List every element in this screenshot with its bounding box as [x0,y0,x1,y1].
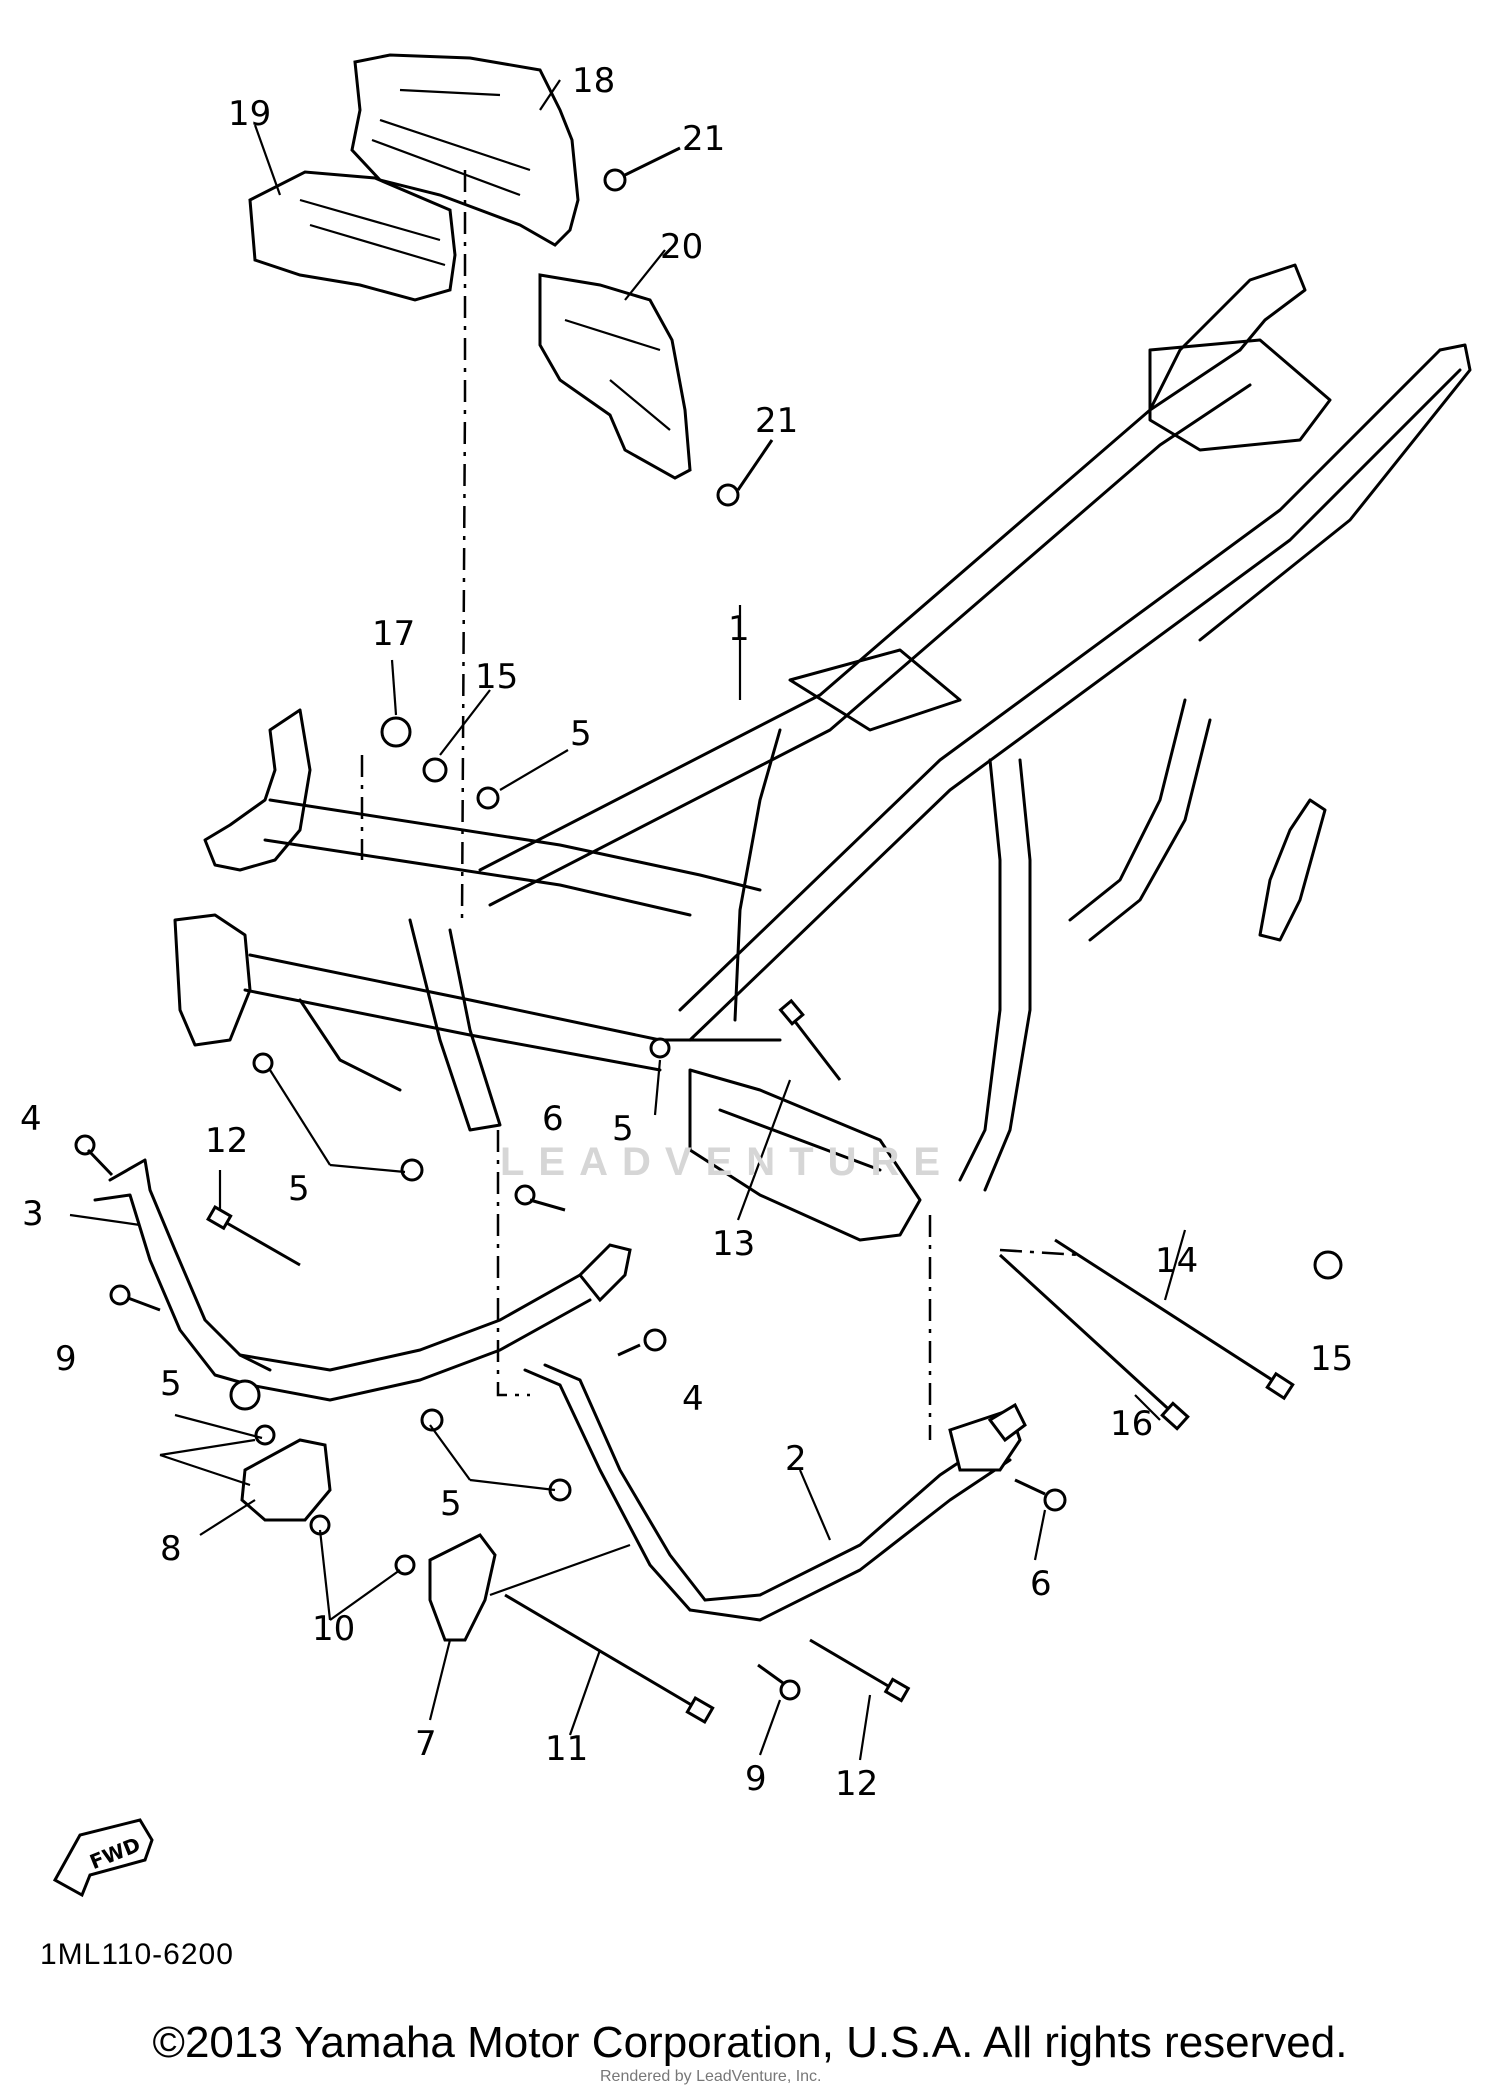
part-12-bolt-rear [809,1638,911,1703]
part-9-bolt [109,1284,161,1312]
part-5-nut [476,786,500,810]
part-17-grommet [380,716,412,748]
leader-lines [69,79,1187,1761]
part-16-bolt [998,1253,1190,1431]
part-7-plate [428,1533,497,1642]
part-label-15: 15 [475,657,518,697]
part-label-14: 14 [1155,1241,1198,1281]
part-8-plate [240,1438,332,1522]
part-label-5: 5 [288,1169,310,1209]
part-12-bolt-front [206,1205,301,1267]
part-label-17: 17 [372,614,415,654]
part-2-engine-bracket [523,1363,1027,1622]
part-label-9: 9 [745,1759,767,1799]
part-19-cover [248,170,457,302]
part-label-4: 4 [682,1379,704,1419]
part-label-20: 20 [660,227,703,267]
part-label-6: 6 [542,1099,564,1139]
part-1-frame [173,263,1472,1242]
part-5-nut [649,1037,671,1059]
copyright-notice: ©2013 Yamaha Motor Corporation, U.S.A. A… [152,2018,1348,2067]
part-label-12: 12 [835,1764,878,1804]
part-6-bolt [1014,1478,1067,1512]
part-10-nut [394,1554,416,1576]
part-label-21: 21 [755,401,798,441]
part-label-5: 5 [440,1484,462,1524]
part-6-bolt [514,1184,566,1212]
part-15-grommet [422,757,448,783]
part-label-2: 2 [785,1439,807,1479]
part-18-cover [350,53,580,247]
part-21-bolt-upper [603,146,681,192]
watermark: Rendered by LeadVenture, Inc. [600,2068,822,2085]
watermark-center: LEADVENTURE [500,1140,955,1184]
part-label-12: 12 [205,1121,248,1161]
diagram-code: 1ML110-6200 [40,1938,234,1971]
part-4-bolt [74,1134,114,1177]
part-11-bolt [504,1593,715,1724]
part-label-19: 19 [228,94,271,134]
guide-line [460,170,467,921]
part-labels: 18 19 21 20 21 1 17 15 5 4 12 6 5 3 5 13… [20,61,1353,1804]
part-label-5: 5 [570,714,592,754]
part-13-bolt [778,998,842,1081]
part-label-5: 5 [612,1109,634,1149]
part-label-9: 9 [55,1339,77,1379]
guide-line [496,1130,530,1397]
part-label-8: 8 [160,1529,182,1569]
part-label-3: 3 [22,1194,44,1234]
part-label-7: 7 [415,1724,437,1764]
part-label-1: 1 [728,609,750,649]
part-4-bolt [617,1328,667,1357]
part-15-grommet [1313,1250,1343,1280]
part-label-21: 21 [682,119,725,159]
part-5-nut [400,1158,424,1182]
frame-parts-diagram: 18 19 21 20 21 1 17 15 5 4 12 6 5 3 5 13… [20,53,1472,1898]
part-21-bolt-lower [716,439,774,507]
fwd-arrow-icon: FWD [52,1818,154,1898]
guide-line [999,1248,1081,1257]
part-label-6: 6 [1030,1564,1052,1604]
part-5-nut [254,1424,276,1446]
part-20-cover [538,273,692,480]
part-label-5: 5 [160,1364,182,1404]
part-5-nut [252,1052,274,1074]
part-label-10: 10 [312,1609,355,1649]
part-label-18: 18 [572,61,615,101]
part-label-15: 15 [1310,1339,1353,1379]
part-label-4: 4 [20,1099,42,1139]
part-14-bolt [1054,1238,1295,1401]
part-label-13: 13 [712,1224,755,1264]
part-5-nut [420,1408,444,1432]
part-label-16: 16 [1110,1404,1153,1444]
part-3-engine-bracket [93,1158,632,1411]
part-label-11: 11 [545,1729,588,1769]
part-9-bolt [757,1663,801,1701]
